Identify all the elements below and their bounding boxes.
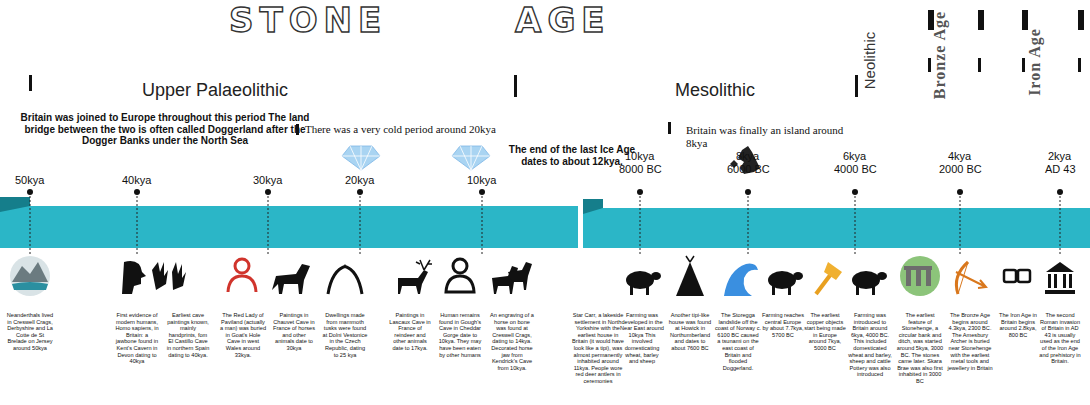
- event-note: The Storegga landslide off the coast of …: [715, 312, 761, 371]
- date-label: 30kya: [253, 174, 282, 186]
- event-note: An engraving of a horse on bone was foun…: [489, 312, 535, 371]
- event-note: The earliest feature of Stonehenge, a ci…: [896, 312, 944, 385]
- date-label: 8000 BC: [619, 163, 662, 175]
- event-note: The earliest copper objects start being …: [804, 312, 846, 352]
- date-label: 40kya: [122, 174, 151, 186]
- event-note: Farming reaches central Europe by about …: [762, 312, 804, 338]
- event-note: Paintings in Lascaux Cave in France of r…: [388, 312, 432, 352]
- event-note: The Iron Age in Britain begins around 2.…: [996, 312, 1040, 338]
- event-note: Star Carr, a lakeside settlement in Nort…: [572, 312, 624, 385]
- page-title: STONE AGE: [229, 0, 611, 40]
- event-note: Paintings in Chauvet Cave in France of h…: [272, 312, 316, 352]
- date-label: AD 43: [1045, 163, 1076, 175]
- period-note: Britain was joined to Europe throughout …: [15, 112, 315, 147]
- event-note: Another tipi-like house was found at How…: [668, 312, 712, 352]
- date-label: 6kya: [843, 150, 866, 162]
- date-label: 4000 BC: [834, 163, 877, 175]
- date-label: 6000 BC: [727, 163, 770, 175]
- event-note: Human remains found in Gough's Cave in C…: [438, 312, 482, 358]
- event-note: The Bronze Age begins around 4.3kya, 230…: [947, 312, 993, 371]
- event-note: Farming was developed in the Near East a…: [620, 312, 664, 365]
- period-note: There was a very cold period around 20ky…: [305, 123, 496, 136]
- period-note: Britain was finally an island around 8ky…: [686, 124, 866, 150]
- period-name: Neolithic: [861, 32, 878, 90]
- date-label: 4kya: [948, 150, 971, 162]
- event-note: First evidence of modern humans, Homo sa…: [115, 312, 159, 365]
- event-note: Farming was introduced to Britain around…: [847, 312, 893, 378]
- date-label: 50kya: [15, 174, 44, 186]
- date-label: 10kya: [467, 174, 496, 186]
- date-label: 2000 BC: [939, 163, 982, 175]
- period-name: Upper Palaeolithic: [142, 80, 288, 101]
- event-note: Earliest cave paintings known, mainly ha…: [166, 312, 210, 358]
- period-name: Mesolithic: [675, 80, 755, 101]
- period-name: Iron Age: [1026, 28, 1044, 96]
- date-label: 10kya: [625, 150, 654, 162]
- date-label: 2kya: [1048, 150, 1071, 162]
- event-note: Neanderthals lived in Creswell Crags, De…: [6, 312, 54, 352]
- event-note: Dwellings made from mammoth tusks were f…: [322, 312, 368, 358]
- date-label: 8kya: [736, 150, 759, 162]
- event-note: The Red Lady of Paviland (actually a man…: [220, 312, 266, 358]
- period-name: Bronze Age: [931, 11, 949, 99]
- date-label: 20kya: [345, 174, 374, 186]
- event-note: The second Roman invasion of Britain in …: [1038, 312, 1082, 365]
